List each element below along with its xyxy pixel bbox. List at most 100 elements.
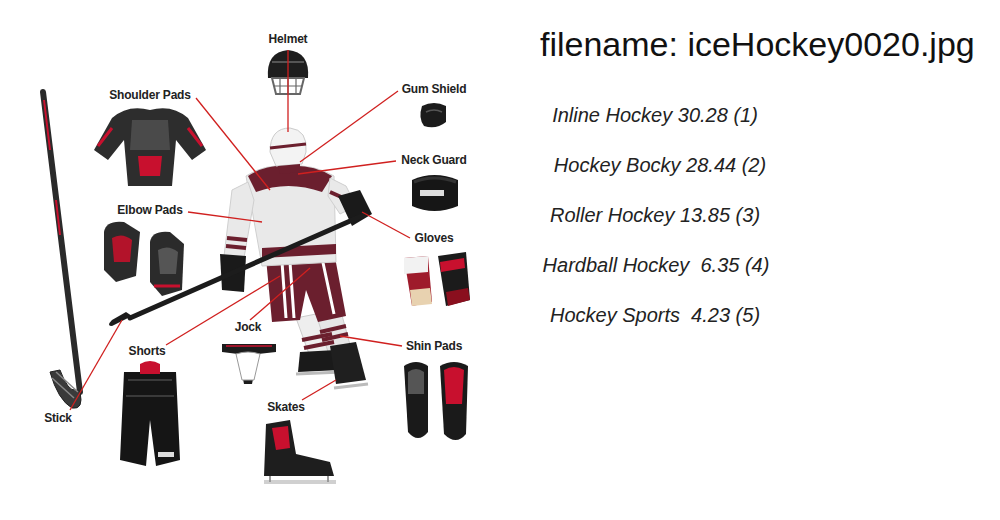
leader-line — [302, 380, 336, 400]
label-anchor: Gum Shield — [402, 83, 467, 97]
leader-line — [70, 320, 122, 410]
elbow-pads-picture-shape — [154, 285, 180, 288]
shin-pads-picture-shape — [444, 367, 464, 404]
shoulder-pads-picture-shape — [138, 156, 162, 176]
gloves-picture — [404, 252, 470, 306]
label-anchor: Gloves — [415, 232, 454, 246]
neck-guard-picture-shape — [414, 178, 456, 182]
player-figure-shape — [334, 384, 368, 388]
prediction-text: Hardball Hockey 6.35 (4) — [543, 254, 770, 277]
jock-picture-shape — [222, 344, 276, 384]
label-anchor: Roller Hockey 13.85 (3) — [550, 204, 760, 227]
stick-picture — [43, 92, 81, 408]
shin-pads-picture-shape — [408, 369, 424, 394]
elbow-pads-picture — [104, 222, 184, 296]
prediction-text: Inline Hockey 30.28 (1) — [552, 104, 758, 127]
player-figure-shape — [330, 342, 366, 384]
leader-line — [287, 50, 288, 132]
leader-line — [362, 212, 410, 238]
part-label: Stick — [44, 412, 72, 426]
shorts-picture — [120, 361, 180, 466]
label-anchor: Elbow Pads — [117, 204, 182, 218]
elbow-pads-picture-shape — [158, 247, 178, 274]
label-anchor: Jock — [235, 321, 262, 335]
player-figure-shape — [109, 312, 132, 326]
label-anchor: Shoulder Pads — [109, 89, 190, 103]
leader-line — [300, 91, 398, 162]
filename-text: filename: iceHockey0020.jpg — [540, 25, 975, 64]
skates-picture-shape — [270, 476, 328, 482]
label-anchor: Inline Hockey 30.28 (1) — [552, 104, 758, 127]
shoulder-pads-picture — [94, 108, 206, 186]
shin-pads-picture-shape — [440, 362, 468, 440]
leader-line — [340, 336, 402, 346]
part-label: Shoulder Pads — [109, 89, 190, 103]
part-label: Gum Shield — [402, 83, 467, 97]
player-figure-shape — [302, 334, 334, 348]
player-figure-shape — [270, 128, 306, 166]
skates-picture-shape — [264, 420, 334, 476]
neck-guard-picture-shape — [420, 190, 444, 196]
part-label: Gloves — [415, 232, 454, 246]
shorts-picture-shape — [120, 372, 180, 466]
label-anchor: filename: iceHockey0020.jpg — [540, 25, 975, 64]
label-anchor: Helmet — [269, 33, 308, 47]
part-label: Skates — [267, 401, 305, 415]
elbow-pads-picture-shape — [112, 235, 132, 262]
prediction-text: Roller Hockey 13.85 (3) — [550, 204, 760, 227]
player-figure-shape — [278, 164, 300, 174]
part-label: Helmet — [269, 33, 308, 47]
gloves-picture-shape — [410, 288, 432, 306]
stick-picture-shape — [43, 92, 80, 392]
skates-picture-shape — [264, 480, 336, 484]
leader-line — [250, 268, 310, 320]
skates-picture — [264, 420, 336, 482]
gum-shield-picture — [420, 103, 446, 127]
leader-line — [298, 161, 396, 174]
gum-shield-picture-shape — [420, 103, 446, 127]
player-figure-shape — [226, 238, 247, 248]
shorts-picture-shape — [158, 452, 174, 457]
label-anchor: Hardball Hockey 6.35 (4) — [543, 254, 770, 277]
neck-guard-picture — [412, 175, 458, 211]
player-figure-shape — [130, 214, 366, 318]
prediction-text: Hockey Bocky 28.44 (2) — [554, 154, 766, 177]
gloves-picture-shape — [438, 252, 470, 306]
shoulder-pads-picture-shape — [94, 108, 206, 186]
player-figure-shape — [320, 326, 348, 340]
shin-pads-picture — [404, 362, 468, 440]
part-label: Elbow Pads — [117, 204, 182, 218]
part-label: Shin Pads — [406, 340, 462, 354]
shin-pads-picture-shape — [404, 362, 428, 438]
prediction-text: Hockey Sports 4.23 (5) — [550, 304, 760, 327]
label-anchor: Hockey Sports 4.23 (5) — [550, 304, 760, 327]
shoulder-pads-picture-shape — [98, 128, 202, 146]
skates-picture-shape — [272, 426, 290, 450]
elbow-pads-picture-shape — [150, 232, 184, 296]
player-figure-shape — [246, 166, 336, 266]
player-figure-shape — [282, 258, 334, 318]
leader-line — [166, 276, 280, 345]
neck-guard-picture-shape — [412, 175, 458, 211]
player-figure-shape — [270, 144, 306, 148]
shorts-picture-shape — [126, 380, 174, 396]
part-label: Neck Guard — [401, 154, 466, 168]
label-anchor: Stick — [44, 412, 72, 426]
leader-line — [188, 212, 262, 222]
label-anchor: Skates — [267, 401, 305, 415]
label-anchor: Hockey Bocky 28.44 (2) — [554, 154, 766, 177]
label-anchor: Neck Guard — [401, 154, 466, 168]
stick-picture-shape — [52, 372, 78, 398]
elbow-pads-picture-shape — [104, 222, 140, 282]
stick-picture-shape — [44, 100, 60, 235]
gloves-picture-shape — [404, 256, 428, 274]
stick-picture-shape — [50, 370, 81, 408]
jock-picture-shape — [236, 352, 260, 380]
shoulder-pads-picture-shape — [130, 120, 170, 150]
jock-picture-shape — [226, 345, 272, 347]
gloves-picture-shape — [440, 258, 465, 272]
part-label: Shorts — [129, 345, 166, 359]
jock-picture — [222, 344, 276, 384]
